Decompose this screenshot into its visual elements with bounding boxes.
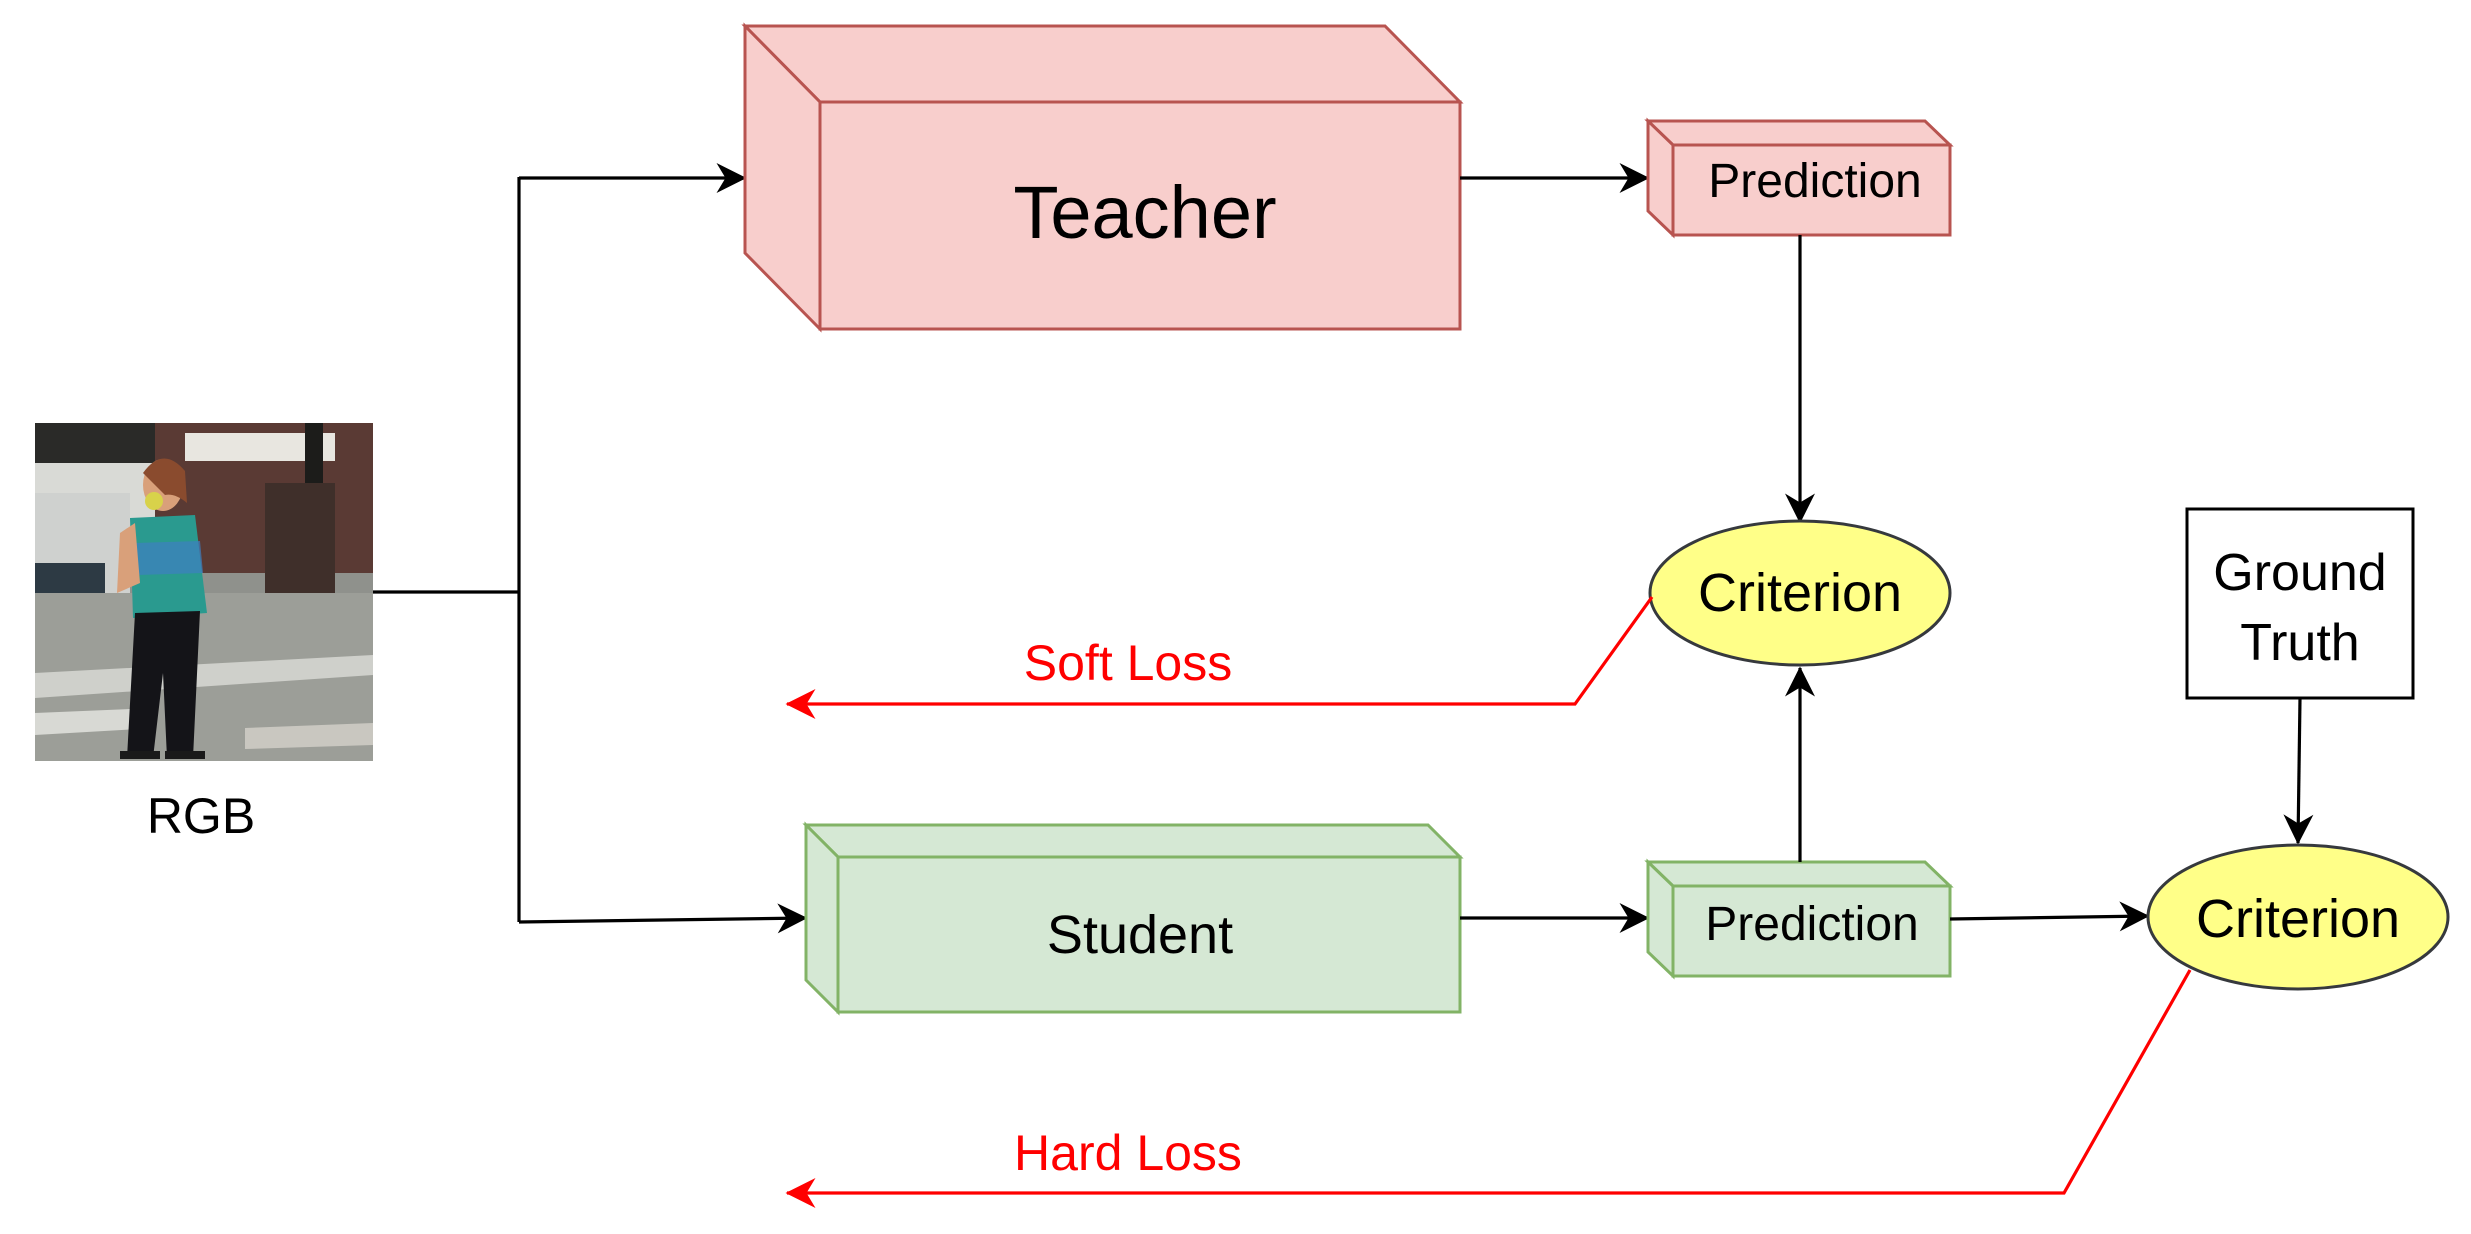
arrow-to-student	[518, 903, 808, 934]
ground-truth-line1: Ground	[2213, 544, 2386, 602]
rgb-input-image	[35, 423, 373, 761]
teacher-prediction-block	[1644, 117, 1954, 239]
soft-loss-label: Soft Loss	[1024, 635, 1232, 691]
teacher-label: Teacher	[1013, 171, 1276, 254]
arrow-student-pred-to-criterion-hard	[1949, 901, 2150, 932]
ground-truth-box	[2185, 507, 2415, 700]
student-label: Student	[1047, 905, 1233, 965]
criterion-soft-label: Criterion	[1698, 563, 1902, 623]
ground-truth-line2: Truth	[2240, 614, 2359, 672]
hard-loss-arrow	[785, 969, 2192, 1208]
hard-loss-label: Hard Loss	[1014, 1125, 1242, 1181]
teacher-block	[741, 22, 1464, 333]
teacher-prediction-label: Prediction	[1708, 155, 1921, 208]
criterion-hard-label: Criterion	[2196, 889, 2400, 949]
criterion-soft-node	[1648, 519, 1952, 667]
soft-loss-arrow	[785, 596, 1654, 719]
rgb-label: RGB	[147, 788, 255, 844]
criterion-hard-node	[2146, 843, 2450, 991]
student-prediction-label: Prediction	[1705, 898, 1918, 951]
student-prediction-block	[1644, 858, 1954, 980]
student-block	[802, 821, 1464, 1016]
arrow-ground-truth-to-criterion	[2283, 697, 2314, 845]
